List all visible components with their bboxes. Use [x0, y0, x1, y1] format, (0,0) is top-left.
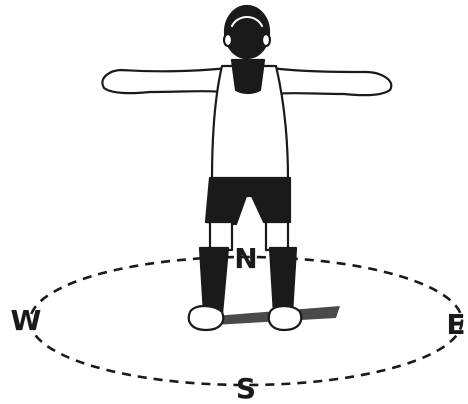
- standing-figure: [102, 6, 391, 330]
- west-label: W: [11, 304, 42, 337]
- ear-left: [224, 34, 232, 46]
- right-leg: [266, 222, 288, 250]
- north-label: N: [234, 242, 257, 275]
- left-arm: [102, 68, 228, 93]
- shorts: [206, 178, 290, 224]
- east-label: E: [446, 308, 465, 341]
- left-leg: [210, 222, 232, 250]
- ear-right: [262, 34, 270, 46]
- head: [225, 6, 269, 58]
- left-sock: [200, 248, 228, 314]
- right-arm: [270, 68, 391, 95]
- south-label: S: [236, 372, 256, 404]
- collar: [232, 60, 264, 93]
- right-shoe: [269, 306, 301, 330]
- left-shoe: [189, 306, 223, 330]
- right-sock: [270, 248, 296, 314]
